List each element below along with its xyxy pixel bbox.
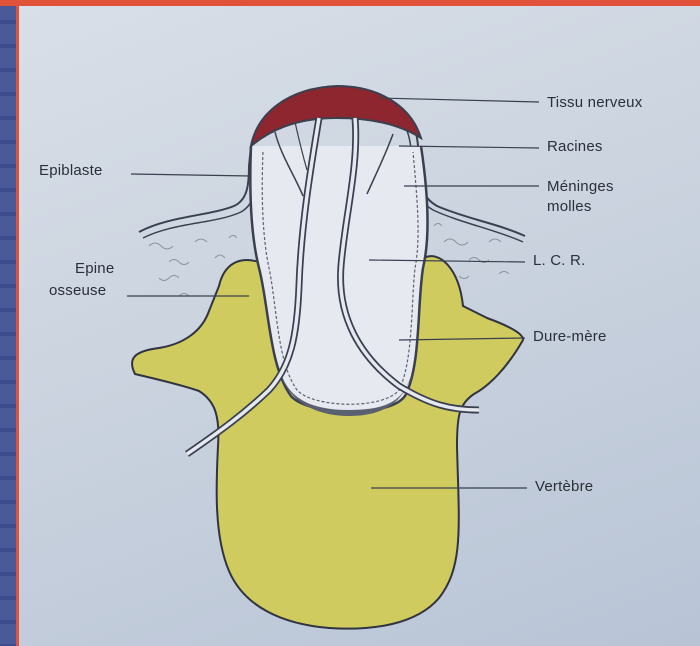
slide-side-decoration — [0, 0, 16, 646]
label-dure-mere: Dure-mère — [533, 328, 606, 345]
diagram-frame: Tissu nerveux Racines Méninges molles L.… — [19, 6, 700, 646]
epiblaste-outline-left — [139, 114, 267, 232]
label-lcr: L. C. R. — [533, 252, 585, 269]
label-meninges-line1: Méninges — [547, 178, 614, 195]
label-epiblaste: Epiblaste — [39, 162, 103, 179]
label-epine-line2: osseuse — [49, 282, 106, 299]
label-meninges-line2: molles — [547, 198, 592, 215]
label-epine-line1: Epine — [75, 260, 114, 277]
label-vertebre: Vertèbre — [535, 478, 593, 495]
label-racines: Racines — [547, 138, 603, 155]
label-tissu-nerveux: Tissu nerveux — [547, 94, 642, 111]
